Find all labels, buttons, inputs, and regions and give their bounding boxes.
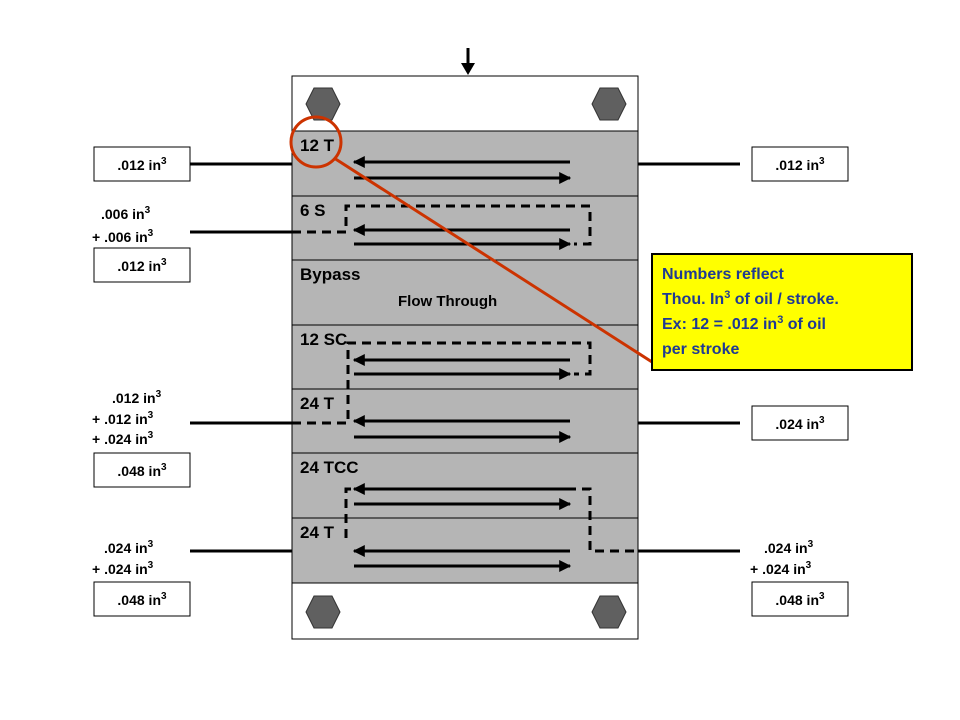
note-line: Numbers reflect [662, 266, 784, 283]
hex-bolt-icon [305, 595, 341, 629]
right-volume-box [751, 405, 849, 441]
highlight-circle [289, 115, 343, 169]
note-callout-box [651, 253, 913, 371]
left-port-lines [190, 162, 292, 553]
left-volume-value: + .006 in3 [92, 228, 154, 245]
section-label: 24 T [300, 523, 335, 542]
left-volume-value: .012 in3 [117, 257, 167, 274]
left-volume-value: + .012 in3 [92, 410, 154, 427]
right-volume-value: .012 in3 [775, 156, 825, 173]
bottom-end-cap [291, 582, 639, 640]
hex-bolt-icon [591, 595, 627, 629]
right-volume-value: .024 in3 [775, 415, 825, 432]
left-volume-box [93, 247, 191, 283]
left-volume-value: .012 in3 [112, 389, 162, 406]
right-volume-box [751, 581, 849, 617]
right-volume-value: .048 in3 [775, 591, 825, 608]
left-volume-value: .012 in3 [117, 156, 167, 173]
left-volume-value: .006 in3 [101, 205, 151, 222]
left-volume-value: .048 in3 [117, 462, 167, 479]
flow-arrows [352, 156, 572, 572]
section-label: 6 S [300, 201, 326, 220]
dashed-flow-paths [292, 204, 638, 553]
input-arrow [461, 48, 475, 75]
section-4-body [291, 324, 639, 390]
hex-bolt-icon [305, 87, 341, 121]
section-label: 12 T [300, 136, 335, 155]
left-volume-box [93, 452, 191, 488]
section-sublabel: Flow Through [398, 293, 497, 310]
top-end-cap [291, 75, 639, 132]
note-line: Ex: 12 = .012 in3 of oil [662, 314, 826, 333]
section-label: 12 SC [300, 330, 347, 349]
section-label: 24 TCC [300, 458, 359, 477]
hex-bolt-icon [591, 87, 627, 121]
note-line: per stroke [662, 341, 739, 358]
note-line: Thou. In3 of oil / stroke. [662, 289, 839, 308]
right-volume-box [751, 146, 849, 182]
callout-pointer-line [333, 156, 653, 364]
left-volume-value: .048 in3 [117, 591, 167, 608]
right-volume-value: .024 in3 [764, 539, 814, 556]
right-port-lines [638, 162, 740, 553]
section-label: Bypass [300, 265, 360, 284]
right-volume-value: + .024 in3 [750, 560, 812, 577]
left-volume-value: + .024 in3 [92, 430, 154, 447]
left-volume-box [93, 581, 191, 617]
left-volume-box [93, 146, 191, 182]
left-volume-value: + .024 in3 [92, 560, 154, 577]
section-6-body [291, 452, 639, 519]
section-label: 24 T [300, 394, 335, 413]
left-volume-value: .024 in3 [104, 539, 154, 556]
